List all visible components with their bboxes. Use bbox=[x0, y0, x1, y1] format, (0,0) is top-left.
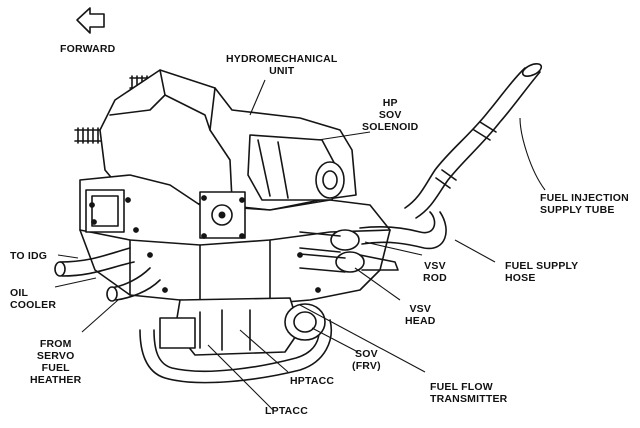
to-idg-text: TO IDG bbox=[10, 250, 48, 262]
from-servo-line-3: FUEL bbox=[41, 362, 70, 374]
forward-text: FORWARD bbox=[60, 43, 116, 55]
leader-lines bbox=[54, 79, 546, 411]
vsv-rod-label: VSV ROD bbox=[423, 260, 447, 284]
lptacc-label: LPTACC bbox=[265, 405, 308, 417]
fuel-flow-transmitter bbox=[159, 297, 326, 356]
hp-sov-line-1: HP bbox=[382, 97, 398, 109]
vsv-head-line-1: VSV bbox=[409, 303, 432, 315]
hmu-line-2: UNIT bbox=[269, 65, 295, 77]
from-servo-line-2: SERVO bbox=[36, 350, 75, 362]
sov-frv-line-1: SOV bbox=[355, 348, 378, 360]
hp-sov-solenoid-label: HP SOV SOLENOID bbox=[362, 97, 418, 133]
to-idg-pipe bbox=[54, 247, 135, 277]
hmu-line-1: HYDROMECHANICAL bbox=[226, 53, 338, 65]
oil-cooler-line-1: OIL bbox=[10, 287, 29, 299]
fuel-supply-line-1: FUEL SUPPLY bbox=[505, 260, 579, 272]
fuel-supply-hose bbox=[359, 211, 447, 250]
vsv-head-line-2: HEAD bbox=[405, 315, 436, 327]
vsv-rod-line-1: VSV bbox=[424, 260, 446, 272]
fuel-injection-supply-tube bbox=[404, 63, 543, 219]
oil-cooler-line-2: COOLER bbox=[10, 299, 57, 311]
to-idg-label: TO IDG bbox=[10, 250, 47, 262]
forward-arrow-icon bbox=[76, 7, 105, 34]
fuel-injection-supply-tube-label: FUEL INJECTION SUPPLY TUBE bbox=[540, 192, 629, 216]
lptacc-text: LPTACC bbox=[265, 405, 309, 417]
fuel-flow-transmitter-label: FUEL FLOW TRANSMITTER bbox=[430, 381, 507, 405]
servo-fuel-pipe bbox=[106, 267, 161, 302]
vsv-rod-line-2: ROD bbox=[423, 272, 447, 284]
vsv-assembly bbox=[299, 229, 399, 273]
from-servo-line-1: FROM bbox=[39, 338, 72, 350]
fuel-flow-line-2: TRANSMITTER bbox=[430, 393, 508, 405]
bolts bbox=[89, 195, 321, 293]
hptacc-text: HPTACC bbox=[290, 375, 335, 387]
fuel-injection-line-2: SUPPLY TUBE bbox=[540, 204, 615, 216]
hptacc-label: HPTACC bbox=[290, 375, 334, 387]
forward-label: FORWARD bbox=[60, 43, 115, 55]
from-servo-line-4: HEATHER bbox=[30, 374, 82, 386]
fuel-injection-line-1: FUEL INJECTION bbox=[540, 192, 629, 204]
hydromechanical-unit-label: HYDROMECHANICAL UNIT bbox=[226, 53, 338, 77]
fuel-supply-hose-label: FUEL SUPPLY HOSE bbox=[505, 260, 578, 284]
hp-sov-line-3: SOLENOID bbox=[362, 121, 419, 133]
sov-frv-label: SOV (FRV) bbox=[352, 348, 381, 372]
hp-sov-line-2: SOV bbox=[378, 109, 402, 121]
vsv-head-label: VSV HEAD bbox=[405, 303, 436, 327]
from-servo-fuel-heather-label: FROM SERVO FUEL HEATHER bbox=[30, 338, 81, 386]
hp-sov-solenoid bbox=[247, 134, 345, 201]
oil-cooler-label: OIL COOLER bbox=[10, 287, 56, 311]
fuel-flow-line-1: FUEL FLOW bbox=[430, 381, 493, 393]
sov-frv-line-2: (FRV) bbox=[352, 360, 381, 372]
fuel-supply-line-2: HOSE bbox=[505, 272, 536, 284]
